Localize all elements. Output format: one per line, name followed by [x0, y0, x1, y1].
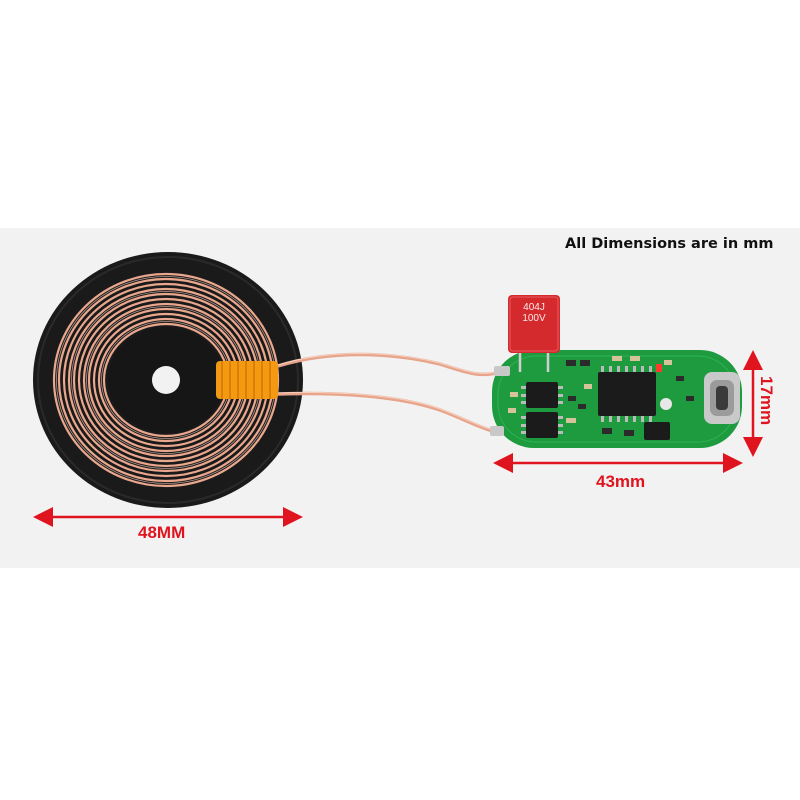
ic-chip-main: [598, 372, 656, 416]
coil-width-label: 48MM: [138, 523, 186, 542]
film-capacitor: [508, 295, 560, 372]
coil-center-hole: [152, 366, 180, 394]
insulation-tape: [216, 361, 278, 399]
board-width-label: 17mm: [757, 376, 776, 426]
pcb-board: [490, 350, 742, 448]
wireless-charging-coil: [33, 252, 303, 508]
board-length-label: 43mm: [596, 472, 646, 491]
mosfet-chip-2: [526, 412, 558, 438]
copper-windings: [52, 272, 280, 488]
capacitor-marking-line1: 404J: [523, 302, 545, 313]
lead-wires: [277, 352, 501, 434]
mosfet-chip-1: [526, 382, 558, 408]
dimensions-caption: All Dimensions are in mm: [565, 236, 774, 252]
capacitor-marking: 404J 100V: [513, 302, 555, 324]
capacitor-marking-line2: 100V: [522, 313, 546, 324]
